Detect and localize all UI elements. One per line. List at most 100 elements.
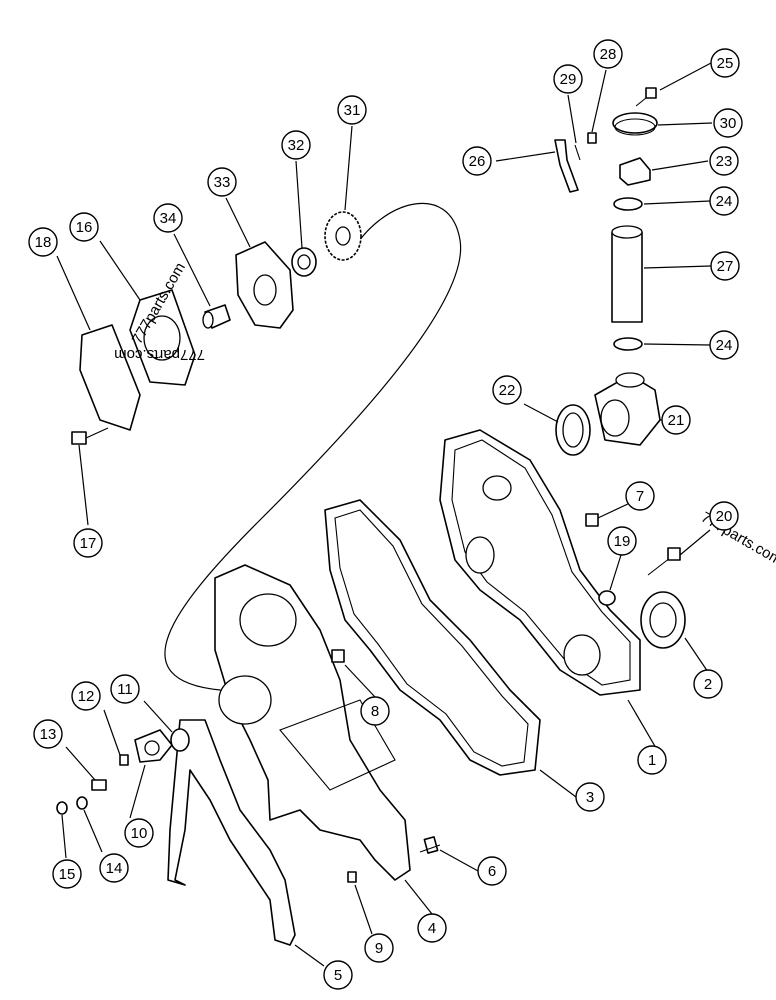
svg-text:14: 14	[106, 860, 123, 877]
part-19-washer	[598, 590, 616, 606]
leader-lines	[56, 62, 713, 967]
part-4-housing	[214, 564, 411, 881]
part-30-clamp	[612, 112, 658, 136]
callout-26: 26	[462, 146, 492, 176]
callout-32: 32	[281, 130, 311, 160]
svg-text:33: 33	[214, 174, 231, 191]
svg-text:21: 21	[668, 412, 685, 429]
svg-text:24: 24	[716, 193, 733, 210]
part-24-ring-upper	[613, 197, 643, 211]
callout-11: 11	[110, 674, 140, 704]
svg-text:8: 8	[371, 703, 379, 720]
callout-12: 12	[71, 681, 101, 711]
part-29-pin	[574, 144, 581, 161]
svg-text:11: 11	[117, 681, 133, 698]
part-14-ring	[76, 796, 88, 810]
part-11-oring	[170, 728, 190, 752]
part-6-bolt	[419, 836, 441, 854]
part-25-bolt	[635, 87, 657, 107]
callout-9: 9	[364, 933, 394, 963]
watermark-1: 777parts.com	[114, 346, 205, 363]
svg-text:4: 4	[428, 920, 436, 937]
callout-27: 27	[710, 251, 740, 281]
svg-text:15: 15	[59, 866, 76, 883]
svg-text:32: 32	[288, 137, 305, 154]
part-1-gasket	[439, 429, 641, 696]
svg-text:2: 2	[704, 676, 712, 693]
part-7-bolt	[585, 513, 599, 527]
callout-14: 14	[99, 853, 129, 883]
part-18-plate	[79, 324, 141, 431]
callout-6: 6	[477, 856, 507, 886]
part-21-housing	[594, 372, 661, 446]
callout-29: 29	[553, 64, 583, 94]
part-20-bolt	[647, 547, 681, 576]
svg-text:25: 25	[717, 55, 734, 72]
callout-4: 4	[417, 913, 447, 943]
svg-text:1: 1	[648, 752, 656, 769]
callout-19: 19	[607, 526, 637, 556]
part-31-gear	[324, 211, 362, 261]
svg-text:28: 28	[600, 46, 617, 63]
svg-text:26: 26	[469, 153, 486, 170]
callout-8: 8	[360, 696, 390, 726]
callout-18: 18	[28, 227, 58, 257]
svg-text:30: 30	[720, 115, 737, 132]
svg-text:18: 18	[35, 234, 52, 251]
callout-20: 20	[709, 501, 739, 531]
svg-text:23: 23	[716, 153, 733, 170]
part-32-bearing	[291, 247, 317, 277]
callout-25: 25	[710, 48, 740, 78]
svg-text:3: 3	[586, 789, 594, 806]
part-16-gasket	[129, 289, 196, 386]
loop-line	[164, 202, 462, 692]
callout-16: 16	[69, 212, 99, 242]
svg-text:7: 7	[636, 488, 644, 505]
svg-text:31: 31	[344, 102, 361, 119]
part-34-bushing	[202, 304, 231, 329]
callout-15: 15	[52, 859, 82, 889]
svg-text:34: 34	[160, 210, 177, 227]
callout-28: 28	[593, 39, 623, 69]
part-26-bracket	[554, 139, 579, 193]
svg-text:9: 9	[375, 940, 383, 957]
callout-24-lower: 24	[709, 330, 739, 360]
callout-33: 33	[207, 167, 237, 197]
svg-text:24: 24	[716, 337, 733, 354]
callout-34: 34	[153, 203, 183, 233]
callout-23: 23	[709, 146, 739, 176]
part-24-ring-lower	[613, 337, 643, 351]
callout-7: 7	[625, 481, 655, 511]
svg-text:16: 16	[76, 219, 93, 236]
callout-22: 22	[492, 375, 522, 405]
part-9-pin	[347, 871, 357, 883]
callout-3: 3	[575, 782, 605, 812]
callout-2: 2	[693, 669, 723, 699]
part-22-seal	[555, 404, 591, 456]
part-13-fitting	[91, 779, 107, 791]
svg-text:29: 29	[560, 71, 577, 88]
part-33-plate	[235, 241, 294, 329]
svg-text:20: 20	[716, 508, 733, 525]
svg-text:19: 19	[614, 533, 631, 550]
svg-text:27: 27	[717, 258, 734, 275]
svg-text:17: 17	[80, 535, 97, 552]
part-8-bolt	[331, 649, 345, 663]
svg-text:12: 12	[78, 688, 95, 705]
part-23-cap	[619, 157, 651, 186]
svg-text:22: 22	[499, 382, 516, 399]
callout-10: 10	[124, 818, 154, 848]
part-12-screw	[119, 754, 129, 766]
svg-text:13: 13	[40, 726, 57, 743]
callout-13: 13	[33, 719, 63, 749]
part-15-ring	[56, 801, 68, 815]
part-3-gasket	[324, 499, 541, 776]
callout-5: 5	[323, 960, 353, 990]
part-28-spring	[587, 132, 597, 144]
part-10-cover	[134, 729, 173, 763]
part-27-tube	[611, 225, 643, 323]
callout-1: 1	[637, 745, 667, 775]
part-17-bolt	[71, 427, 109, 445]
svg-text:5: 5	[334, 967, 342, 984]
